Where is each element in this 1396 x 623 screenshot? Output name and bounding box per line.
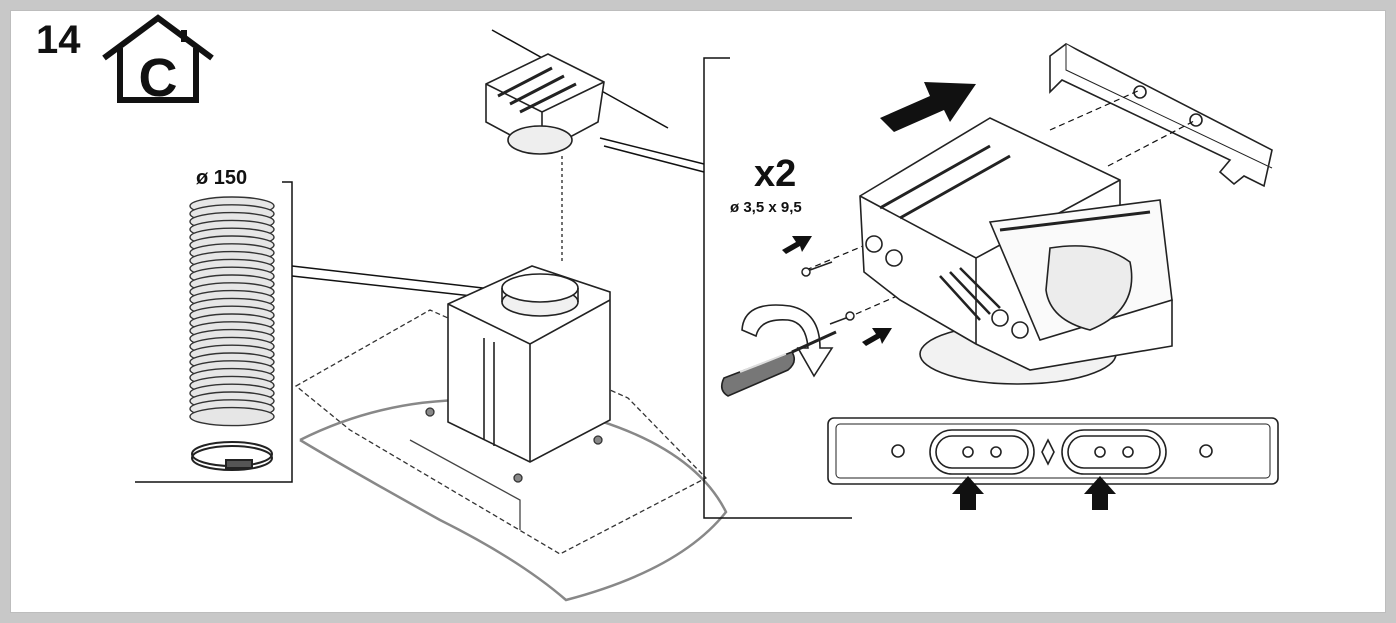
screw-size-label: ø 3,5 x 9,5	[730, 199, 802, 216]
house-recirculation-icon: C	[102, 14, 214, 108]
screwdriver-icon	[720, 330, 837, 397]
push-arrow-icon	[782, 236, 892, 346]
screw	[801, 261, 855, 325]
detail-callout-bracket	[599, 57, 852, 519]
hose-clamp	[191, 441, 273, 471]
ceiling-air-adaptor	[485, 53, 605, 155]
direction-arrow	[880, 82, 976, 132]
flexible-duct	[189, 196, 275, 427]
mode-letter: C	[139, 48, 178, 108]
air-adaptor-detail	[859, 117, 1173, 385]
duct-diameter-label: ø 150	[196, 167, 247, 189]
wall-bracket	[1049, 43, 1273, 188]
hood-motor-box	[447, 265, 611, 463]
back-plate-detail	[827, 417, 1279, 485]
push-arrow-icon	[952, 476, 1116, 510]
step-number: 14	[36, 18, 81, 62]
rotation-arrow-icon	[741, 304, 834, 378]
duct-ring	[189, 406, 275, 427]
screw-quantity-label: x2	[754, 153, 796, 195]
